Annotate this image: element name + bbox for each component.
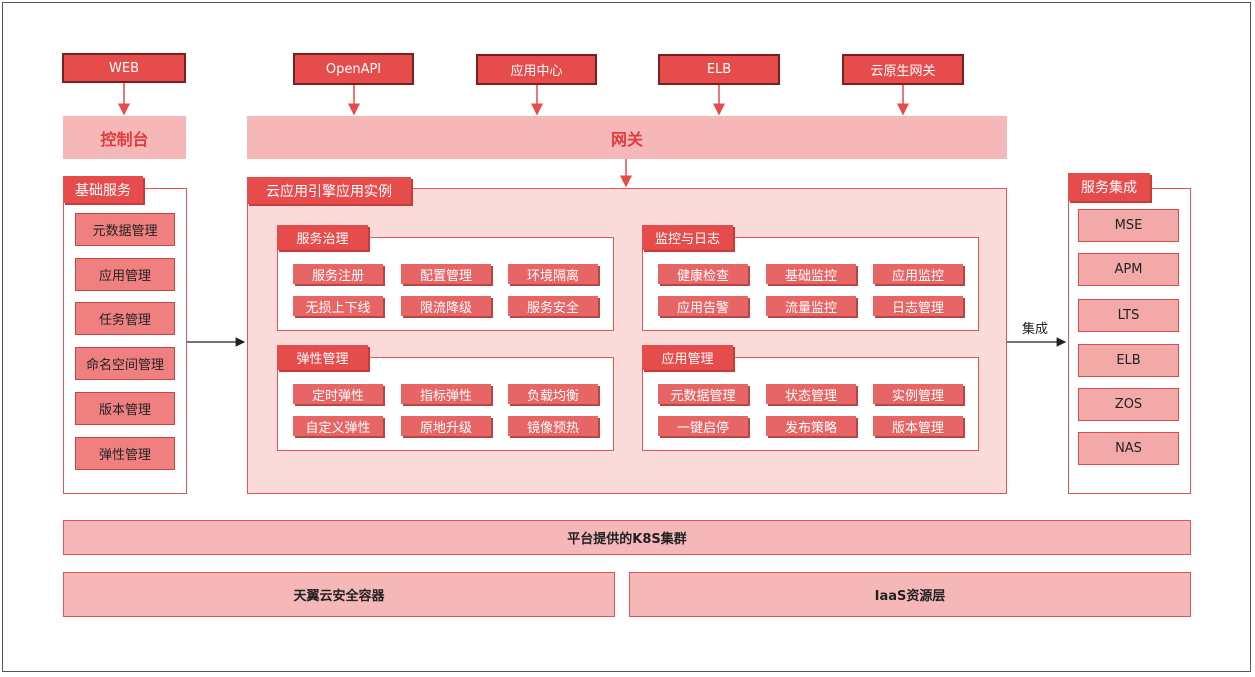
integration-service-item: ELB — [1078, 344, 1179, 377]
engine-feature-item: 一键启停 — [658, 416, 748, 436]
engine-feature-item: 环境隔离 — [508, 264, 598, 284]
engine-feature-item: 自定义弹性 — [293, 416, 383, 436]
elb-box: ELB — [658, 54, 780, 85]
service-integration-title: 服务集成 — [1068, 173, 1150, 201]
cloud-gateway-box: 云原生网关 — [842, 54, 964, 85]
engine-feature-item: 版本管理 — [873, 416, 963, 436]
app-center-box: 应用中心 — [476, 54, 597, 85]
integration-service-item: LTS — [1078, 299, 1179, 332]
web-box: WEB — [62, 53, 186, 83]
integration-label: 集成 — [1022, 322, 1049, 337]
engine-feature-item: 状态管理 — [766, 384, 856, 404]
basic-service-item: 任务管理 — [75, 302, 175, 335]
engine-feature-item: 配置管理 — [401, 264, 491, 284]
engine-feature-item: 服务注册 — [293, 264, 383, 284]
basic-service-item: 元数据管理 — [75, 213, 175, 246]
engine-feature-item: 实例管理 — [873, 384, 963, 404]
engine-feature-item: 指标弹性 — [401, 384, 491, 404]
integration-service-item: MSE — [1078, 209, 1179, 242]
engine-feature-item: 负载均衡 — [508, 384, 598, 404]
engine-feature-item: 基础监控 — [766, 264, 856, 284]
engine-group-title: 服务治理 — [277, 225, 368, 250]
engine-feature-item: 发布策略 — [766, 416, 856, 436]
basic-service-item: 版本管理 — [75, 392, 175, 425]
basic-service-item: 命名空间管理 — [75, 347, 175, 380]
engine-feature-item: 定时弹性 — [293, 384, 383, 404]
engine-feature-item: 原地升级 — [401, 416, 491, 436]
integration-service-item: ZOS — [1078, 388, 1179, 421]
engine-feature-item: 限流降级 — [401, 296, 491, 316]
basic-service-item: 弹性管理 — [75, 437, 175, 470]
engine-feature-item: 元数据管理 — [658, 384, 748, 404]
engine-feature-item: 镜像预热 — [508, 416, 598, 436]
engine-group-title: 应用管理 — [642, 345, 733, 370]
openapi-box: OpenAPI — [293, 53, 414, 85]
engine-feature-item: 流量监控 — [766, 296, 856, 316]
engine-feature-item: 服务安全 — [508, 296, 598, 316]
engine-group-title: 弹性管理 — [277, 345, 368, 370]
console-bar: 控制台 — [63, 116, 186, 159]
gateway-bar: 网关 — [247, 116, 1007, 159]
engine-feature-item: 无损上下线 — [293, 296, 383, 316]
integration-service-item: NAS — [1078, 432, 1179, 465]
engine-group-title: 监控与日志 — [642, 225, 733, 250]
engine-title: 云应用引擎应用实例 — [247, 177, 411, 204]
engine-feature-item: 日志管理 — [873, 296, 963, 316]
k8s-cluster-bar: 平台提供的K8S集群 — [63, 520, 1191, 555]
engine-feature-item: 健康检查 — [658, 264, 748, 284]
engine-feature-item: 应用监控 — [873, 264, 963, 284]
basic-service-item: 应用管理 — [75, 258, 175, 291]
integration-service-item: APM — [1078, 253, 1179, 286]
secure-container-bar: 天翼云安全容器 — [63, 572, 615, 617]
iaas-layer-bar: IaaS资源层 — [629, 572, 1191, 617]
basic-services-title: 基础服务 — [63, 176, 143, 203]
engine-feature-item: 应用告警 — [658, 296, 748, 316]
